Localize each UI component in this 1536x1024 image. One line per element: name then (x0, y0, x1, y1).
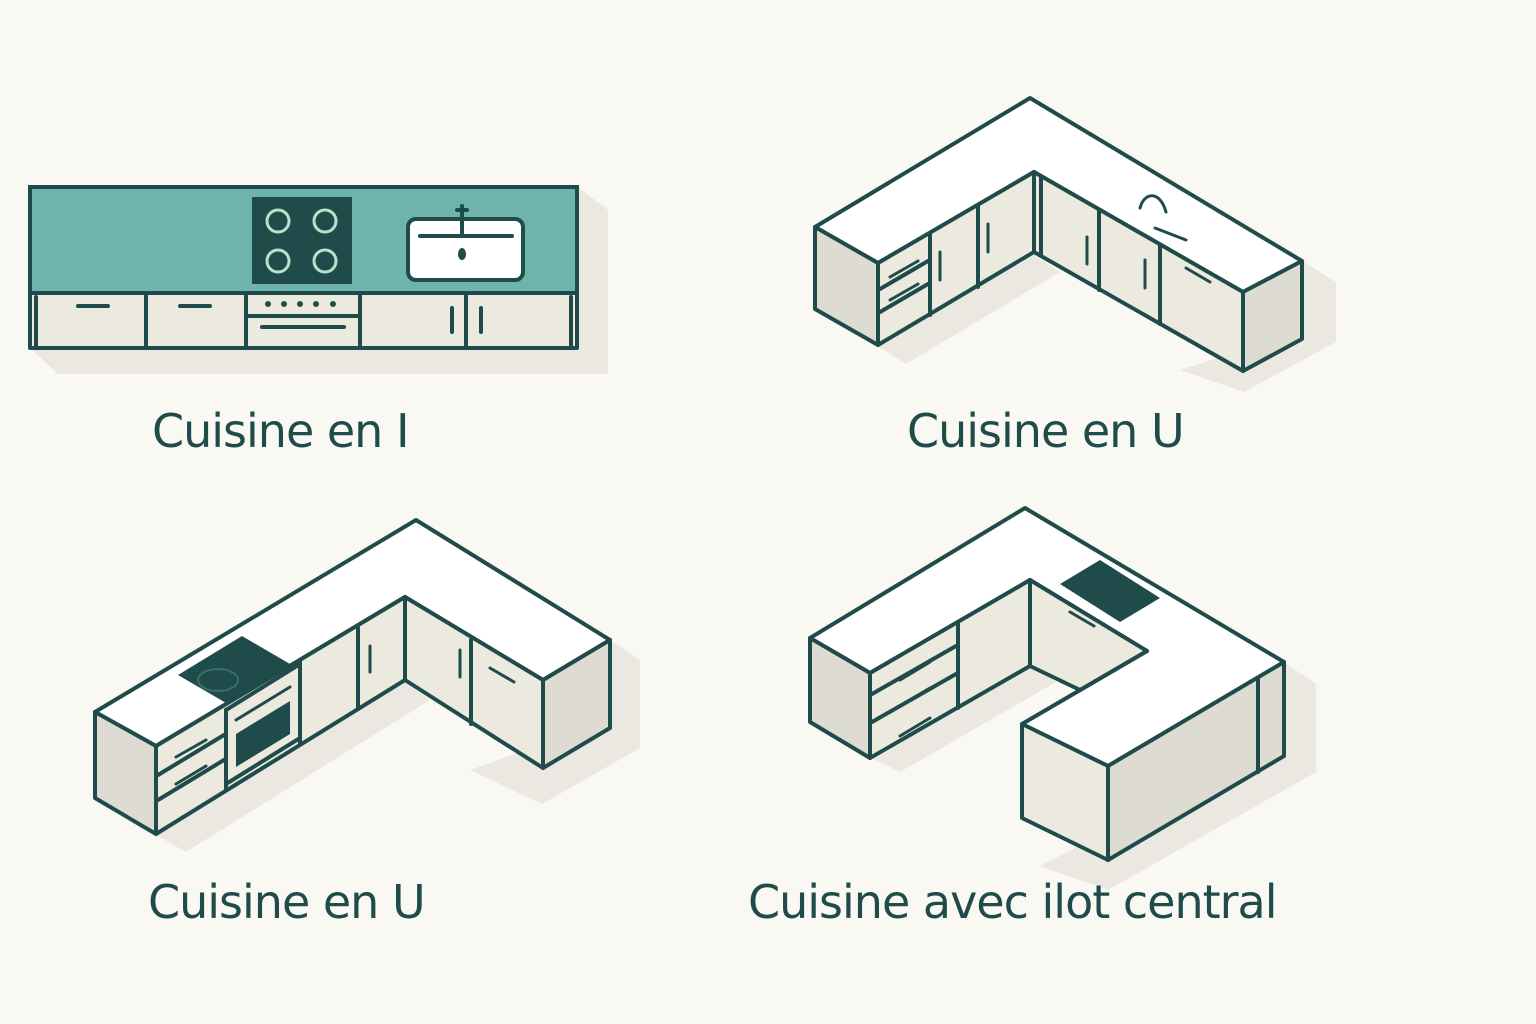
u-top-left-end (813, 225, 880, 347)
u-bottom-right-end (541, 638, 612, 770)
island-block-side (1106, 660, 1286, 862)
u-bottom-left-end (93, 710, 158, 836)
caption-u-kitchen-bottom: Cuisine en U (148, 875, 426, 929)
cooktop (178, 636, 290, 703)
caption-i-kitchen: Cuisine en I (152, 404, 410, 458)
oven-controls (265, 301, 336, 307)
i-kitchen-cabinets (28, 291, 579, 350)
i-kitchen-shadow (30, 187, 608, 374)
cooktop (252, 197, 352, 284)
island-kitchen-illustration (808, 506, 1316, 890)
caption-island-kitchen: Cuisine avec ilot central (748, 875, 1278, 929)
caption-u-kitchen-top: Cuisine en U (907, 404, 1185, 458)
sink (406, 204, 525, 282)
island-left-end (808, 636, 872, 760)
island-back-right-cabinets (1028, 578, 1149, 692)
i-kitchen-illustration (28, 185, 608, 374)
faucet (1138, 194, 1168, 214)
u-kitchen-top-illustration (813, 96, 1336, 392)
u-kitchen-bottom-illustration (93, 518, 640, 852)
cooktop (1060, 560, 1160, 622)
u-bottom-shadow (470, 640, 640, 804)
u-top-right-end (1241, 259, 1304, 373)
